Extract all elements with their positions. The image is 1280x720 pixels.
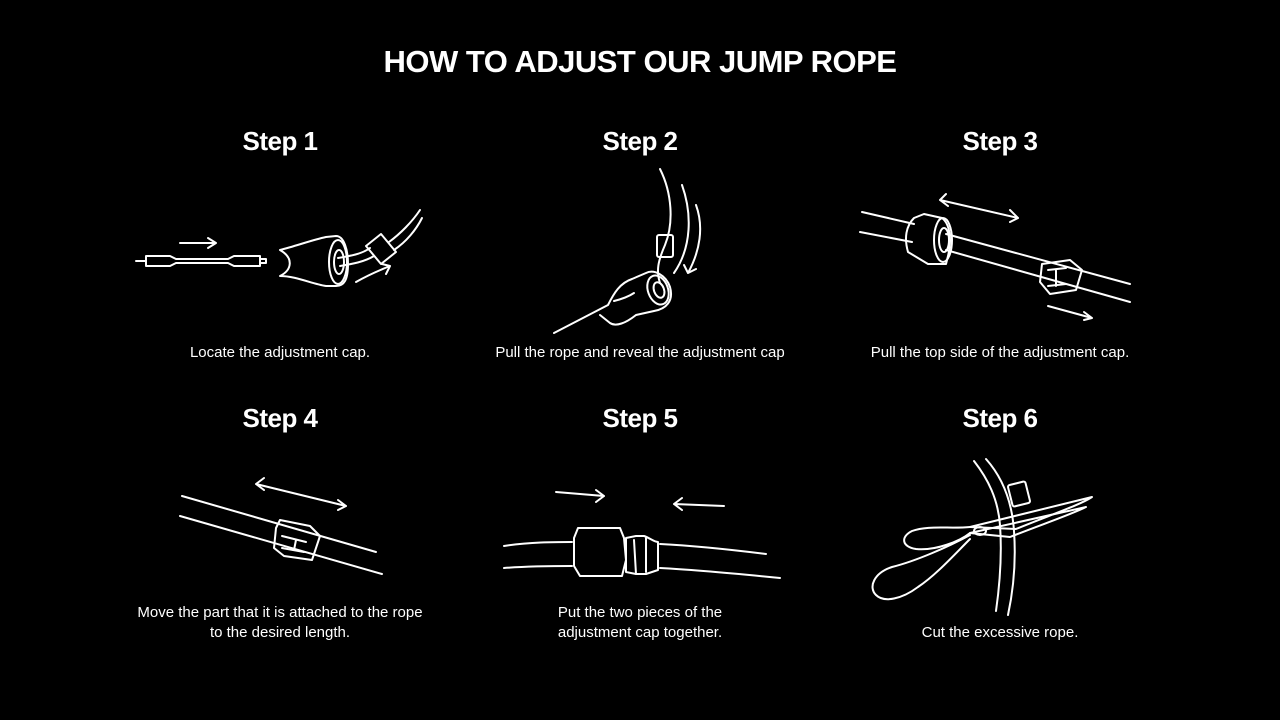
step-title: Step 1 bbox=[242, 126, 318, 156]
step-caption: Move the part that it is attached to the… bbox=[137, 604, 423, 641]
step-title: Step 4 bbox=[242, 403, 318, 433]
step-3: Step 3 Pull the top side of the adjustme… bbox=[820, 0, 1180, 720]
step-caption: Pull the top side of the adjustment cap. bbox=[870, 344, 1130, 361]
step-caption: Pull the rope and reveal the adjustment … bbox=[495, 344, 785, 361]
step-title: Step 6 bbox=[962, 403, 1038, 433]
step-title: Step 5 bbox=[602, 403, 678, 433]
scissors-cut-rope-icon bbox=[820, 455, 1180, 620]
adjustment-cap-locate-icon bbox=[100, 190, 460, 320]
step-1: Step 1 Locate the adjustment cap. bbox=[100, 0, 460, 720]
rope-pull-reveal-icon bbox=[460, 165, 820, 340]
step-5: Step 5 Put the two pieces of the adjustm… bbox=[460, 0, 820, 720]
step-title: Step 3 bbox=[962, 126, 1038, 156]
step-caption: Locate the adjustment cap. bbox=[189, 344, 371, 361]
step-6: Step 6 Cut the excessive rope. bbox=[820, 0, 1180, 720]
join-cap-pieces-icon bbox=[460, 480, 820, 595]
step-caption: Put the two pieces of the adjustment cap… bbox=[557, 604, 723, 641]
step-4: Step 4 Move the part that it is attached… bbox=[100, 0, 460, 720]
slide-to-length-icon bbox=[100, 470, 460, 580]
step-2: Step 2 Pull the rope and reveal the adju… bbox=[460, 0, 820, 720]
step-caption: Cut the excessive rope. bbox=[921, 624, 1079, 641]
page-title: HOW TO ADJUST OUR JUMP ROPE bbox=[383, 44, 898, 79]
step-title: Step 2 bbox=[602, 126, 678, 156]
cap-pull-top-icon bbox=[820, 190, 1180, 325]
